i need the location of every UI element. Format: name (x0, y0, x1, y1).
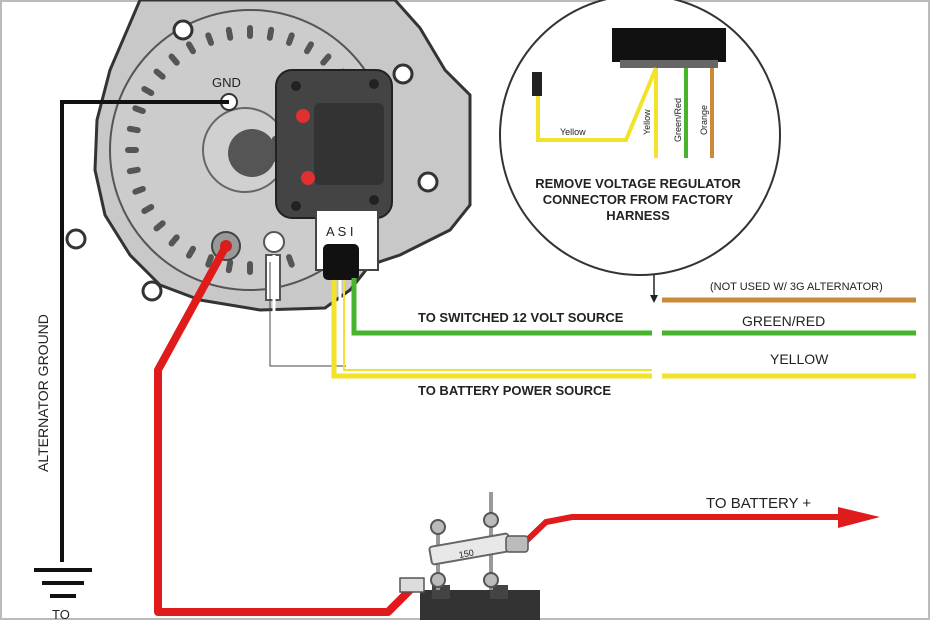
vent-slot (266, 26, 275, 41)
regulator-connector-inset: Yellow Yellow Green/Red Orange REMOVE VO… (499, 0, 781, 276)
vent-slot (186, 41, 196, 55)
switched-source-label: TO SWITCHED 12 VOLT SOURCE (418, 310, 624, 325)
vent-slot (225, 259, 234, 274)
alternator-shaft (228, 129, 276, 177)
green-circuit: TO SWITCHED 12 VOLT SOURCE GREEN/RED (351, 278, 916, 336)
stud-nut (430, 572, 446, 588)
yellow-wire (331, 280, 652, 379)
vent-slot (126, 125, 141, 134)
vent-slot (132, 105, 146, 115)
inset-caption-line2: CONNECTOR FROM FACTORY (543, 192, 734, 207)
vent-slot (225, 26, 234, 41)
stud-nut (483, 512, 499, 528)
inset-yellow-label-2: Yellow (642, 109, 652, 135)
inset-yellow-label-1: Yellow (560, 127, 586, 137)
inset-connector-base (620, 60, 718, 68)
mounting-hole-icon (417, 171, 439, 193)
stator-terminal (263, 231, 285, 253)
regulator-screw-icon (291, 201, 301, 211)
vent-slot (153, 68, 166, 80)
inset-orange-label: Orange (699, 105, 709, 135)
alternator: GND A S I (65, 0, 472, 312)
inset-green-red-label: Green/Red (673, 98, 683, 142)
battery-wire (519, 514, 840, 548)
regulator-screw-icon (301, 171, 315, 185)
stator-lead (272, 255, 342, 362)
gnd-label: GND (212, 75, 241, 90)
inset-yellow-pin (532, 72, 542, 96)
regulator-screw-icon (369, 195, 379, 205)
yellow-circuit: TO BATTERY POWER SOURCE YELLOW (331, 280, 916, 398)
to-battery-label: TO BATTERY + (706, 495, 811, 512)
vent-slot (153, 220, 166, 232)
yellow-wire-2 (343, 280, 652, 371)
power-wire (154, 244, 413, 616)
vent-slot (126, 166, 141, 175)
vent-slot (304, 41, 314, 55)
vent-slot (247, 261, 253, 275)
green-wire (351, 278, 652, 336)
stud-nut (430, 519, 446, 535)
vent-slot (285, 32, 295, 46)
mounting-hole-icon (172, 19, 194, 41)
mounting-hole-icon (65, 228, 87, 250)
regulator-screw-icon (296, 109, 310, 123)
asi-plug (323, 244, 359, 280)
inset-caption-line1: REMOVE VOLTAGE REGULATOR (535, 176, 741, 191)
ground-wire (60, 100, 229, 562)
vent-slot (168, 234, 180, 247)
inset-circle (499, 0, 781, 276)
vent-slot (168, 53, 180, 66)
stator-lead-outline (269, 262, 346, 367)
green-red-label: GREEN/RED (742, 313, 825, 329)
orange-circuit: (NOT USED W/ 3G ALTERNATOR) (650, 268, 916, 303)
vent-slot (141, 86, 155, 96)
vent-slot (141, 204, 155, 214)
vent-slot (205, 254, 215, 268)
fuse-base-rib (490, 585, 508, 599)
ring-terminal (399, 577, 425, 593)
ground-to-label: TO (52, 607, 70, 620)
mounting-hole-icon (141, 280, 163, 302)
fuse-rating-label: 150 (458, 547, 475, 559)
regulator-screw-icon (291, 81, 301, 91)
inset-yellow-wire (536, 67, 658, 142)
stud-nut (483, 572, 499, 588)
regulator-screw-icon (369, 79, 379, 89)
fuse-block: 150 (399, 492, 540, 620)
vent-slot (320, 53, 332, 66)
not-used-label: (NOT USED W/ 3G ALTERNATOR) (710, 281, 883, 293)
inset-connector (612, 28, 726, 62)
battery-source-label: TO BATTERY POWER SOURCE (418, 383, 611, 398)
inset-caption-line3: HARNESS (606, 208, 670, 223)
vent-slot (247, 25, 253, 39)
vent-slot (186, 245, 196, 259)
vent-slot (285, 254, 295, 268)
yellow-label: YELLOW (770, 351, 829, 367)
vent-slot (205, 32, 215, 46)
regulator-cover (314, 103, 384, 185)
battery-cable-lug (505, 535, 529, 553)
ground-circuit: TO ALTERNATOR GROUND (34, 100, 229, 620)
power-circuit: TO BATTERY + (154, 244, 880, 616)
mounting-hole-icon (392, 63, 414, 85)
vent-slot (125, 147, 139, 153)
arrow-right-icon (838, 507, 880, 528)
arrow-down-icon (650, 295, 658, 303)
asi-label: A S I (326, 224, 353, 239)
vent-slot (132, 185, 146, 195)
alternator-ground-label: ALTERNATOR GROUND (35, 314, 51, 472)
